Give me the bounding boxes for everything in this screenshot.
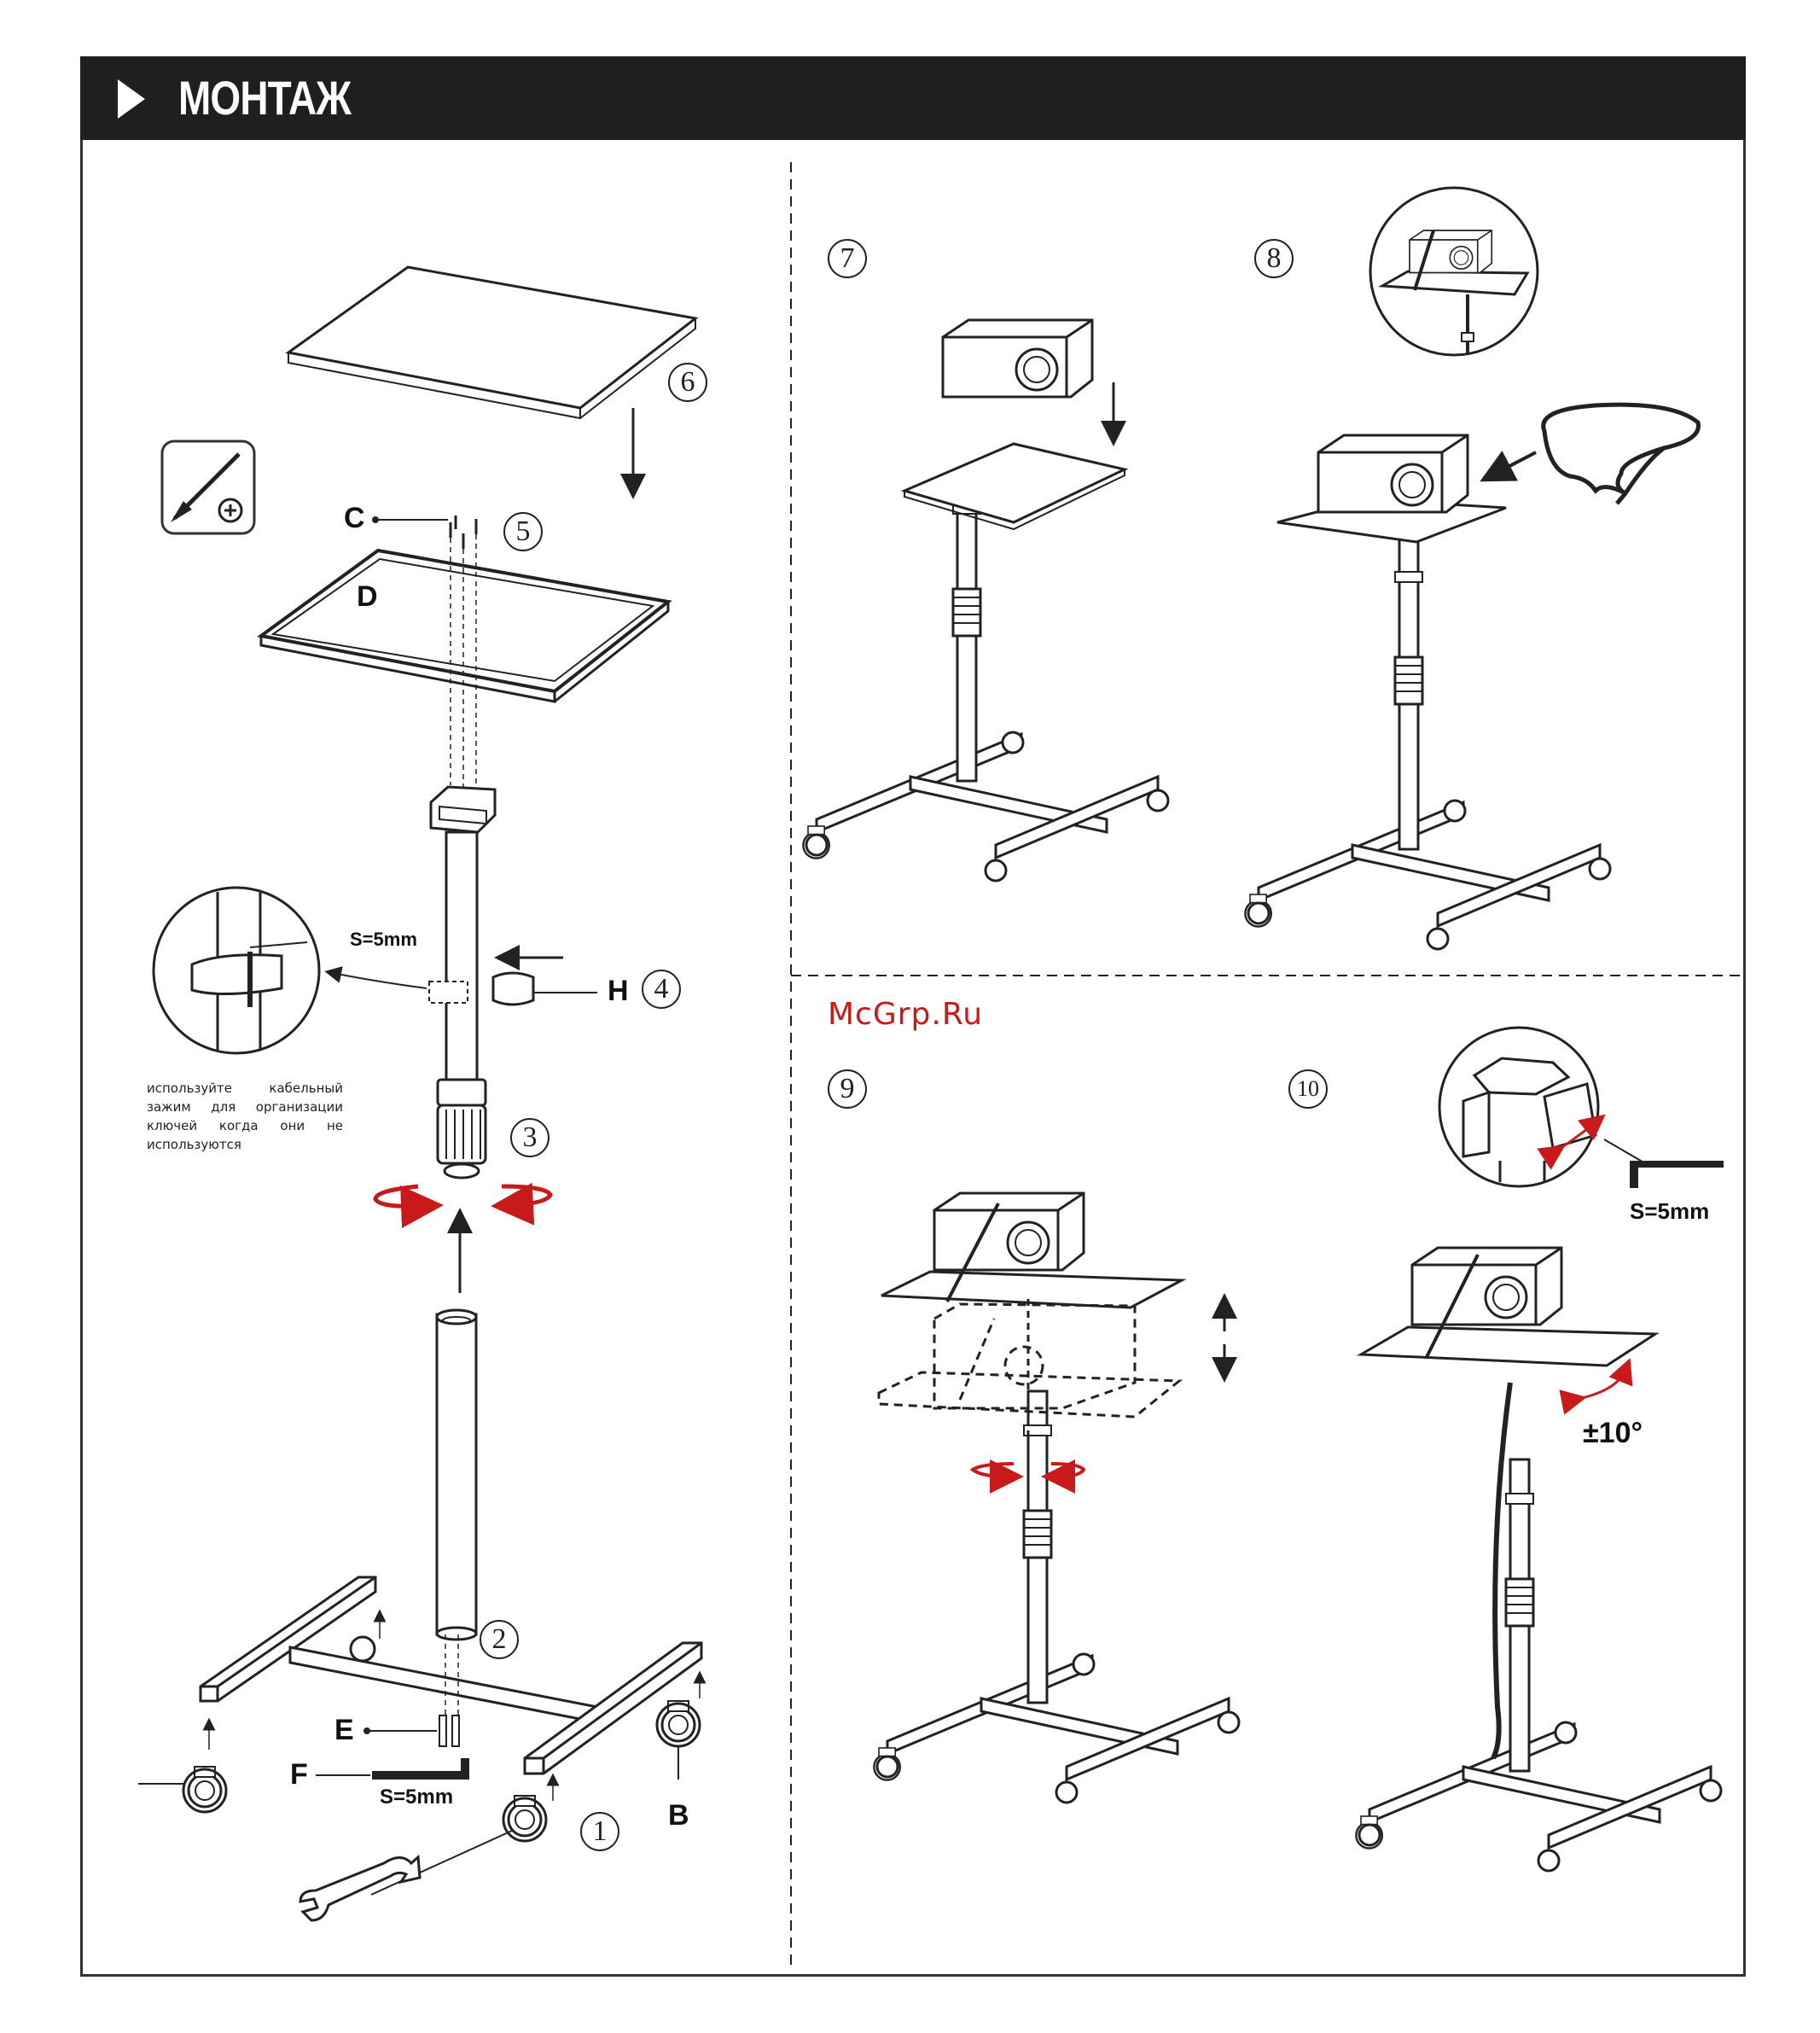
- step-3-number: 3: [510, 1118, 549, 1157]
- step-10-number: 10: [1288, 1069, 1328, 1109]
- step-4-number: 4: [642, 970, 681, 1009]
- part-h-label: H: [608, 975, 629, 1008]
- step-2-number: 2: [480, 1620, 519, 1659]
- step10-hex-size-label: S=5mm: [1630, 1198, 1709, 1225]
- detail-hex-size-label: S=5mm: [350, 929, 417, 951]
- step-6-number: 6: [668, 363, 707, 402]
- step-7-number: 7: [828, 239, 867, 278]
- part-b-label: B: [668, 1799, 689, 1832]
- part-e-label: E: [334, 1714, 354, 1747]
- part-c-label: C: [344, 502, 365, 535]
- tilt-angle-label: ±10°: [1583, 1417, 1643, 1450]
- part-f-label: F: [290, 1758, 308, 1791]
- wrench-icon: [300, 1831, 512, 1920]
- hex-key-size-label: S=5mm: [380, 1785, 453, 1809]
- cable-clip-note: используйте кабельный зажим для организа…: [147, 1079, 343, 1154]
- watermark: McGrp.Ru: [828, 997, 983, 1032]
- part-d-label: D: [357, 580, 378, 614]
- step-9-number: 9: [828, 1069, 867, 1109]
- step-8-number: 8: [1254, 239, 1294, 278]
- step-1-number: 1: [580, 1812, 619, 1851]
- screwdriver-icon: [162, 441, 254, 533]
- step-5-number: 5: [503, 512, 543, 551]
